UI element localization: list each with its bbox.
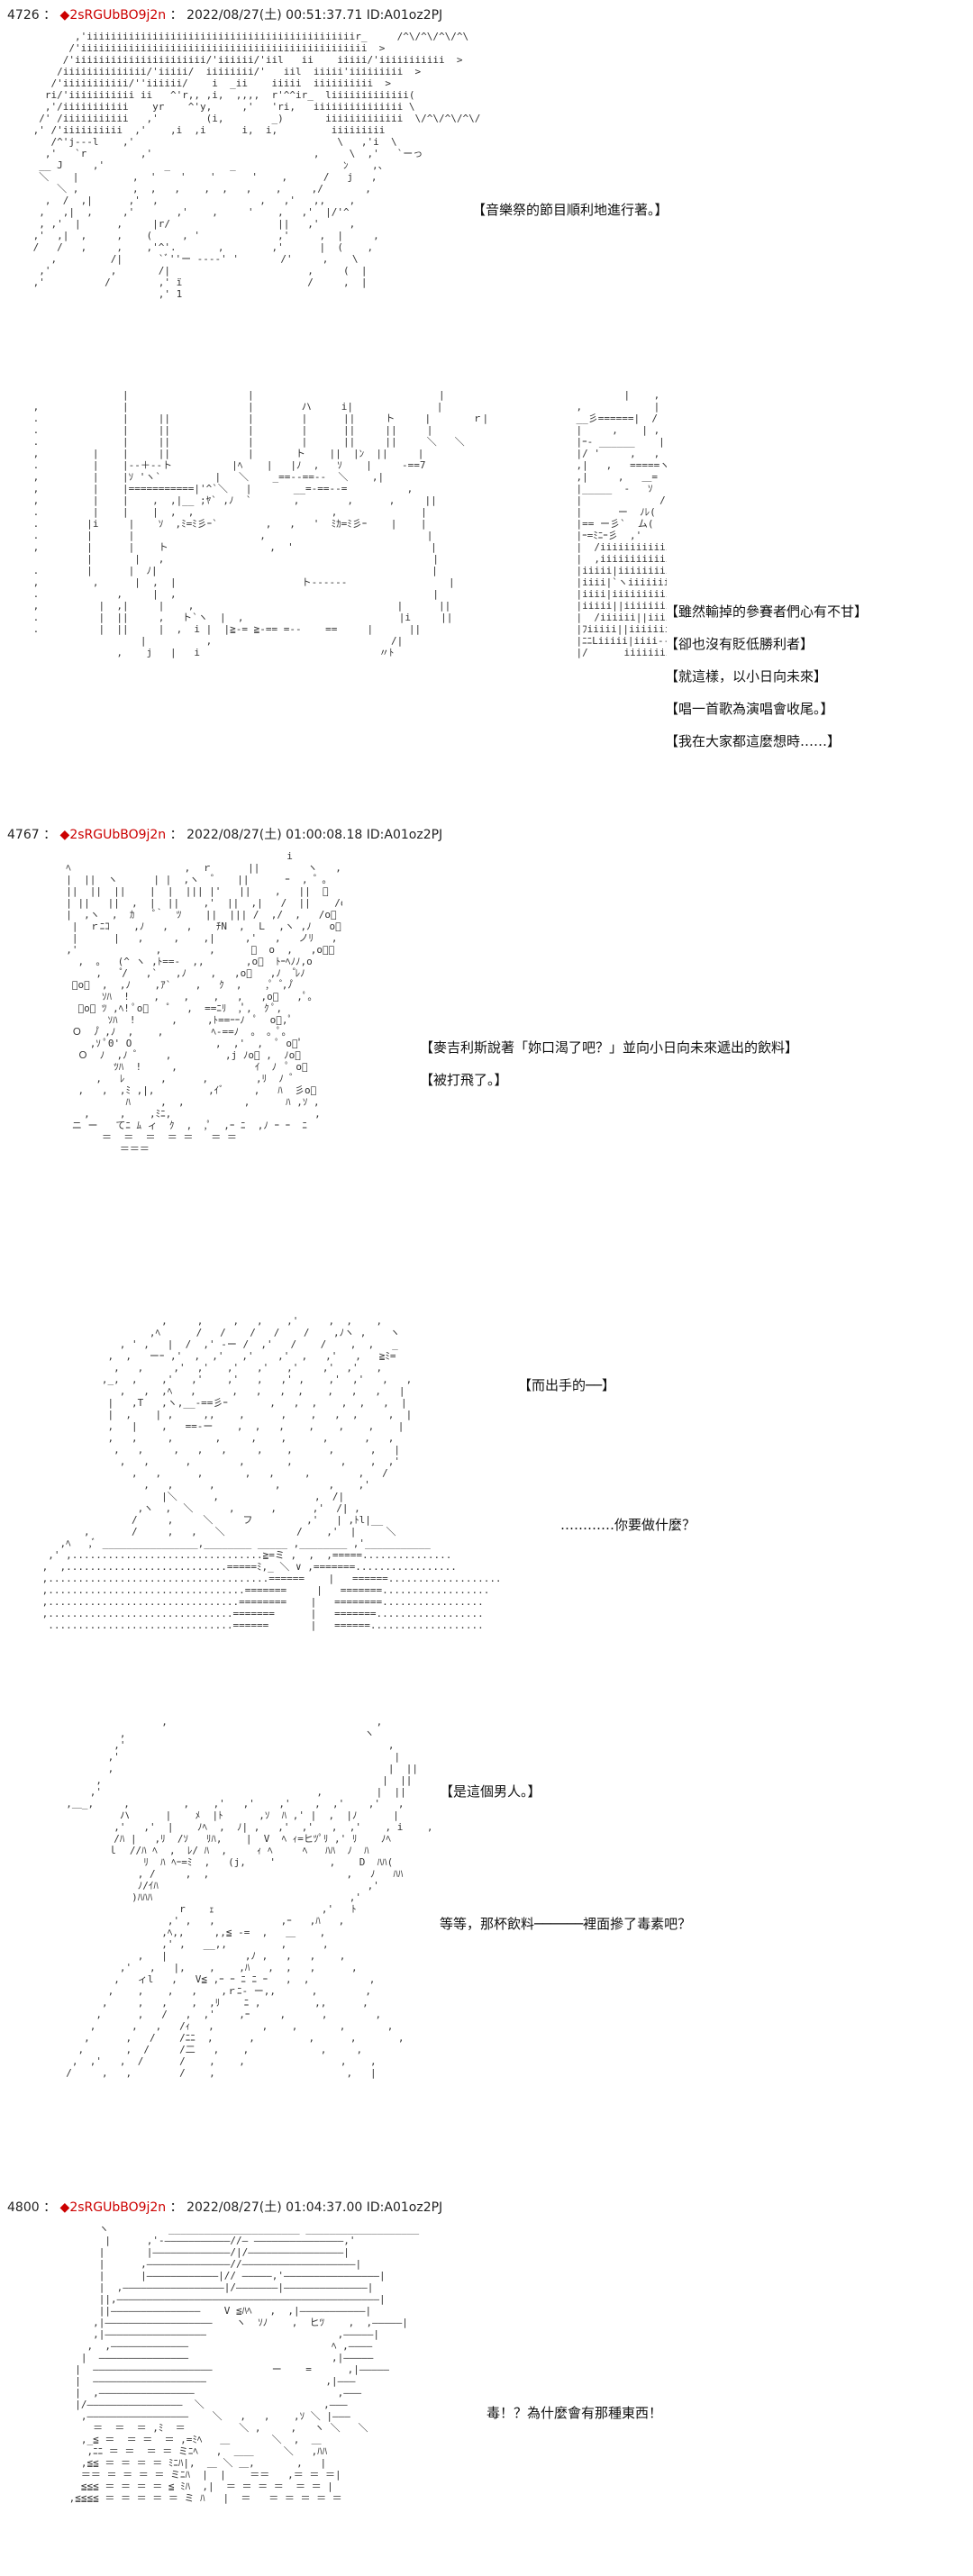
panel-4-dialogue-b: …………你要做什麼？ [560,1517,696,1533]
panel-5-dialogue-b: 等等，那杯飲料──────裡面摻了毒素吧？ [440,1916,692,1932]
separator: ： [169,828,183,842]
post-number: 4800 [7,2200,40,2215]
ascii-art-panel-1: ,'iiiiiiiiiiiiiiiiiiiiiiiiiiiiiiiiiiiiii… [32,31,481,300]
separator: ： [43,828,57,842]
ascii-art-panel-5: , , , ヽ ,' , ,' [66,1716,432,2079]
poster-trip[interactable]: ◆2sRGUbBO9j2n [59,2200,167,2215]
post-datetime: 2022/08/27(土) 01:04:37.00 [186,2200,363,2215]
narration-line: 【被打飛了。】 [420,1072,508,1088]
post-number: 4726 [7,8,40,23]
narration-line: 【是這個男人。】 [440,1783,541,1800]
poster-id[interactable]: ID:A01oz2PJ [366,2200,443,2215]
panel-4-dialogue-a: 【而出手的──】 [518,1375,615,1408]
ascii-art-panel-2-right: | , , | , __彡======| / ｶ | , | , (( |ｰ- … [576,389,667,658]
post-header-4726: 4726 ： ◆2sRGUbBO9j2n ： 2022/08/27(土) 00:… [7,7,442,23]
ascii-art-panel-3: i ﾍ , ｒ || ヽ , 。 | || ヽ | | ,ヽ ゚ || ｰ , … [66,850,342,1155]
separator: ： [169,8,183,23]
post-datetime: 2022/08/27(土) 00:51:37.71 [186,8,363,23]
post-number: 4767 [7,828,40,842]
narration-line: 【雖然輸掉的參賽者們心有不甘】 [665,603,868,620]
poster-trip[interactable]: ◆2sRGUbBO9j2n [59,8,167,23]
ascii-art-panel-6: ヽ ______________________ _______________… [68,2223,420,2504]
ascii-art-panel-4: , , , , ,' , , , ,ﾍ / / / / / ,ﾉヽ , ヽ , … [41,1315,502,1631]
narration-line: 【就這樣，以小日向未來】 [665,668,828,685]
separator: ： [43,8,57,23]
poster-id[interactable]: ID:A01oz2PJ [366,828,443,842]
post-datetime: 2022/08/27(土) 01:00:08.18 [186,828,363,842]
separator: ： [169,2200,183,2215]
post-header-4800: 4800 ： ◆2sRGUbBO9j2n ： 2022/08/27(土) 01:… [7,2200,442,2216]
narration-line: 【音樂祭的節目順利地進行著。】 [472,202,668,218]
separator: ： [43,2200,57,2215]
narration-line: 【我在大家都這麼想時……】 [665,733,841,749]
panel-1-dialogue: 【音樂祭的節目順利地進行著。】 [472,200,668,232]
panel-5-dialogue-a: 【是這個男人。】 [440,1782,541,1814]
poster-id[interactable]: ID:A01oz2PJ [366,8,443,23]
post-header-4767: 4767 ： ◆2sRGUbBO9j2n ： 2022/08/27(土) 01:… [7,827,442,843]
panel-2-dialogue: 【雖然輸掉的參賽者們心有不甘】 【卻也沒有貶低勝利者】 【就這樣，以小日向未來】… [665,602,868,764]
narration-line: 【卻也沒有貶低勝利者】 [665,636,814,652]
narration-line: 【唱一首歌為演唱會收尾。】 [665,701,834,717]
poster-trip[interactable]: ◆2sRGUbBO9j2n [59,828,167,842]
narration-line: 【麥吉利斯說著「妳口渴了吧？」並向小日向未來遞出的飲料】 [420,1039,799,1056]
panel-3-dialogue: 【麥吉利斯說著「妳口渴了吧？」並向小日向未來遞出的飲料】 【被打飛了。】 [420,1038,798,1102]
panel-6-dialogue: 毒！？為什麼會有那種東西！ [486,2405,663,2421]
ascii-art-panel-2: | | | , | | ハ i| | . | || | | || ト | ｒ [32,389,489,658]
narration-line: 【而出手的──】 [518,1377,616,1393]
